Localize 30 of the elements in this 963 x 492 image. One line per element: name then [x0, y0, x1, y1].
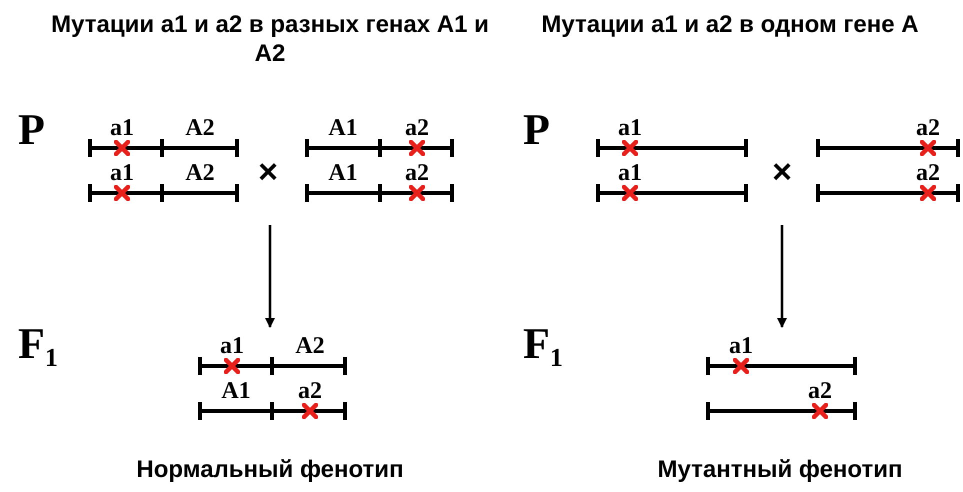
- gene-label: a2: [916, 161, 940, 185]
- gene-label: a1: [729, 334, 753, 358]
- gene-label: a2: [405, 116, 429, 140]
- phenotype-label: Нормальный фенотип: [136, 456, 404, 484]
- arrow: [777, 225, 787, 328]
- gene-label: a1: [110, 161, 134, 185]
- cross-sign: ×: [258, 157, 278, 187]
- gene-label: a1: [110, 116, 134, 140]
- gene-label: a1: [618, 116, 642, 140]
- generation-label: F$_{1}$: [18, 322, 58, 374]
- gene-label: A2: [185, 116, 215, 140]
- gene-label: A1: [328, 116, 358, 140]
- gene-label: a2: [298, 379, 322, 403]
- gene-label: a1: [220, 334, 244, 358]
- gene-label: a2: [405, 161, 429, 185]
- arrow: [265, 225, 275, 328]
- generation-label: F$_{1}$: [523, 322, 563, 374]
- generation-label: P: [523, 108, 550, 152]
- gene-label: A2: [295, 334, 325, 358]
- title-text: Мутации a1 и a2 в одном гене A: [540, 10, 920, 39]
- gene-label: A2: [185, 161, 215, 185]
- gene-label: a2: [808, 379, 832, 403]
- cross-sign: ×: [772, 157, 792, 187]
- gene-label: A1: [328, 161, 358, 185]
- phenotype-label: Мутантный фенотип: [658, 456, 902, 484]
- gene-label: a1: [618, 161, 642, 185]
- generation-label: P: [18, 108, 45, 152]
- title-text: Мутации a1 и a2 в разных генах A1 и A2: [50, 10, 490, 68]
- gene-label: A1: [221, 379, 251, 403]
- gene-label: a2: [916, 116, 940, 140]
